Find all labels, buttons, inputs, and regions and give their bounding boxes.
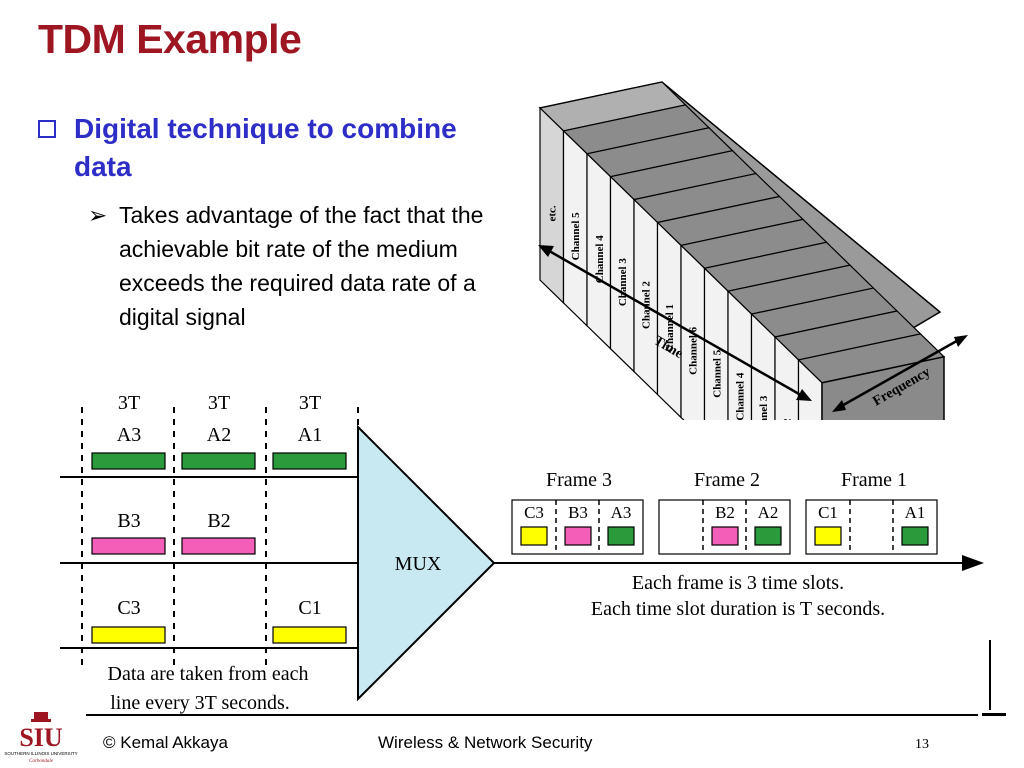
channel-slice-face bbox=[750, 312, 776, 420]
slot-time-label: 3T bbox=[208, 392, 230, 414]
footer-author: © Kemal Akkaya bbox=[103, 733, 228, 752]
channel-slice-label: Channel 5 bbox=[570, 212, 582, 260]
channel-slice-label: Channel 4 bbox=[594, 235, 606, 283]
frame-slot-c3 bbox=[520, 526, 548, 546]
frequency-arrow-head-left bbox=[832, 400, 846, 412]
slot-time-label: 3T bbox=[299, 392, 321, 414]
mux-label: MUX bbox=[395, 553, 442, 575]
data-unit-a2 bbox=[181, 452, 256, 470]
frame-slot-label: C1 bbox=[818, 503, 838, 522]
slide-title: TDM Example bbox=[38, 16, 302, 62]
university-logo: SIU SOUTHERN ILLINOIS UNIVERSITY Carbond… bbox=[4, 712, 78, 764]
main-bullet: Digital technique to combine data bbox=[38, 110, 458, 186]
time-arrow-line bbox=[543, 246, 807, 400]
logo-lettering: SIU bbox=[19, 723, 63, 752]
frame-slot-label: A1 bbox=[905, 503, 926, 522]
cube-end-face bbox=[821, 355, 945, 420]
data-unit-a3 bbox=[91, 452, 166, 470]
footer-course-title: Wireless & Network Security bbox=[378, 733, 593, 752]
channel-slice-label: Channel 2 bbox=[641, 281, 653, 329]
data-unit-b3 bbox=[91, 537, 166, 555]
mux-block bbox=[357, 424, 496, 702]
frame-slot-label: C3 bbox=[524, 503, 544, 522]
frame-label: Frame 1 bbox=[841, 469, 907, 491]
frequency-arrow-line bbox=[837, 336, 963, 410]
slot-time-label: 3T bbox=[118, 392, 140, 414]
frame-slot-a1 bbox=[901, 526, 929, 546]
frame-note: Each frame is 3 time slots. bbox=[632, 572, 844, 594]
data-unit-label: C3 bbox=[117, 597, 140, 619]
data-unit-c1 bbox=[272, 626, 347, 644]
page-number: 13 bbox=[915, 737, 929, 752]
channel-slice-label: Channel 6 bbox=[688, 326, 700, 374]
main-bullet-text: Digital technique to combine data bbox=[74, 113, 457, 182]
channel-slice-label: Channel 2 bbox=[782, 418, 794, 420]
frame-slot-label: A3 bbox=[611, 503, 632, 522]
frame-slot-label: B3 bbox=[568, 503, 588, 522]
data-unit-label: A1 bbox=[298, 424, 322, 446]
channel-slice-label: Channel 4 bbox=[735, 372, 747, 420]
data-unit-label: B2 bbox=[207, 510, 230, 532]
data-unit-label: A2 bbox=[207, 424, 231, 446]
sub-bullet-text: Takes advantage of the fact that the ach… bbox=[119, 202, 484, 330]
channel-slice-label: Channel 1 bbox=[664, 304, 676, 352]
time-arrow-head-right bbox=[796, 389, 812, 401]
channel-slice-label: Channel 3 bbox=[758, 395, 770, 420]
slot-note: Each time slot duration is T seconds. bbox=[591, 598, 885, 620]
channel-slice-face bbox=[703, 266, 729, 420]
sub-bullet: ➢ Takes advantage of the fact that the a… bbox=[88, 198, 488, 334]
channel-slice-label: etc. bbox=[547, 205, 559, 221]
output-arrow-head bbox=[962, 555, 984, 571]
data-unit-c3 bbox=[91, 626, 166, 644]
logo-subtext: SOUTHERN ILLINOIS UNIVERSITY bbox=[4, 751, 77, 756]
input-note-line1: Data are taken from each bbox=[108, 663, 309, 685]
frame-slot-a2 bbox=[754, 526, 782, 546]
channel-cube-diagram: etc. Channel 5 Channel 4 Channel 3 Channel 2… bbox=[538, 81, 968, 420]
frame-label: Frame 3 bbox=[546, 469, 612, 491]
data-unit-a1 bbox=[272, 452, 347, 470]
frequency-arrow-head-right bbox=[954, 335, 968, 347]
input-note-line2: line every 3T seconds. bbox=[110, 692, 290, 714]
data-unit-label: B3 bbox=[117, 510, 140, 532]
tdm-mux-diagram: 3T 3T 3T A3 A2 A1 B3 B2 C3 C1 Data are t… bbox=[60, 392, 991, 714]
frame-slot-label: A2 bbox=[758, 503, 779, 522]
time-arrow-head-left bbox=[538, 245, 554, 257]
logo-campus: Carbondale bbox=[29, 759, 54, 764]
frame-slot-label: B2 bbox=[715, 503, 735, 522]
channel-slice-face bbox=[727, 289, 753, 420]
data-unit-label: C1 bbox=[298, 597, 321, 619]
frame-slot-b2 bbox=[711, 526, 739, 546]
checkbox-bullet-icon bbox=[38, 120, 56, 138]
frame-slot-c1 bbox=[814, 526, 842, 546]
frame-slot-b3 bbox=[564, 526, 592, 546]
footer-dash bbox=[982, 713, 1006, 716]
channel-slice-label: Channel 5 bbox=[711, 349, 723, 397]
channel-slice-label: Channel 3 bbox=[617, 258, 629, 306]
channel-slice-face bbox=[797, 358, 823, 420]
footer-divider bbox=[86, 714, 978, 716]
frame-slot-a3 bbox=[607, 526, 635, 546]
data-unit-label: A3 bbox=[117, 424, 141, 446]
data-unit-b2 bbox=[181, 537, 256, 555]
arrow-bullet-icon: ➢ bbox=[88, 202, 108, 228]
frame-label: Frame 2 bbox=[694, 469, 760, 491]
channel-slice-face bbox=[774, 335, 800, 420]
